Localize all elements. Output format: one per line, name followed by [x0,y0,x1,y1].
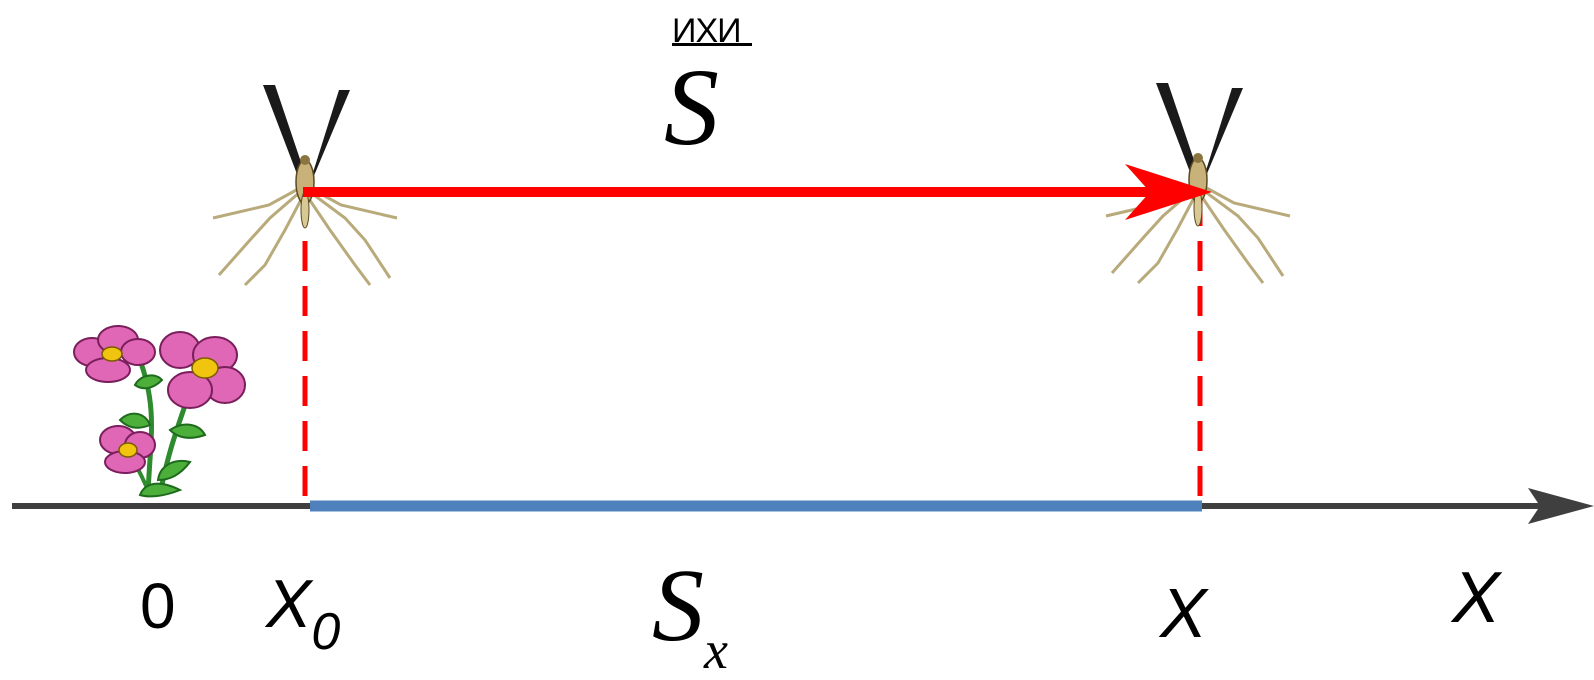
label-x-axis: X [1452,558,1501,638]
label-x0-main: X [266,566,312,642]
label-x0-subscript: 0 [311,603,341,661]
label-x-point: X [1160,574,1207,652]
label-sx-main: S [652,548,704,663]
vector-mark: ИХИ [672,12,752,50]
label-x0: X0 [266,570,340,658]
flower-icon [73,325,246,498]
vector-mark-bar [672,43,752,46]
label-sx-subscript: x [704,620,728,680]
label-origin: 0 [140,570,176,642]
x-axis-arrowhead [1528,488,1594,524]
label-s-vector: S [664,46,719,168]
label-sx: Sx [652,554,728,680]
displacement-vector-arrowhead [1125,164,1212,220]
